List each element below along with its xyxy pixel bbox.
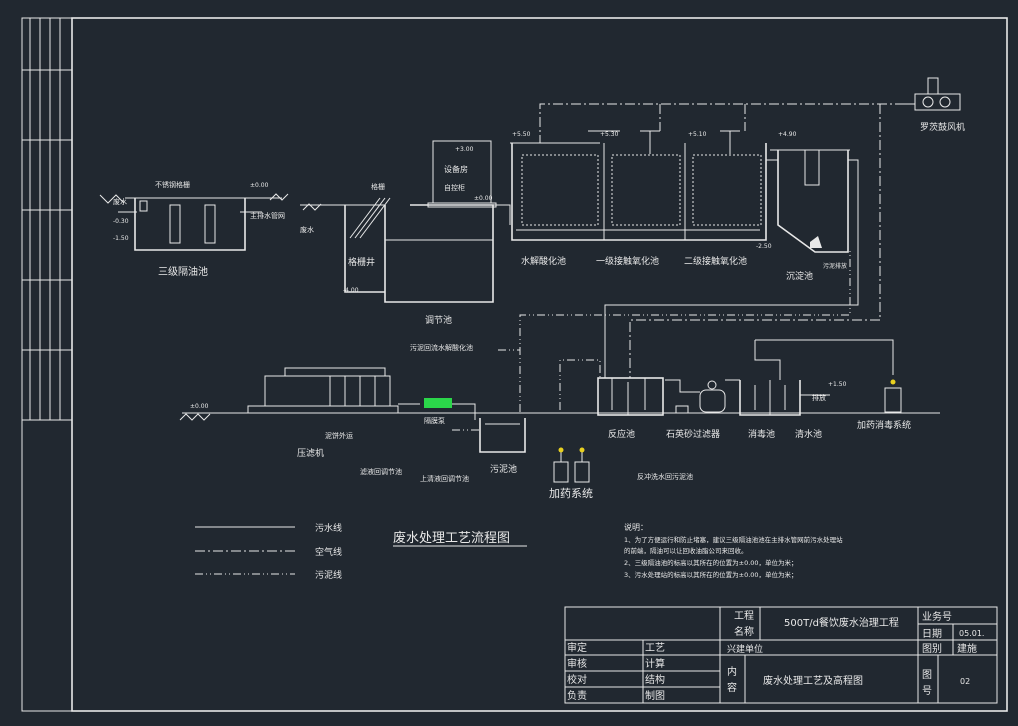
regulating-tank-label: 调节池 — [425, 314, 452, 326]
sludge-lines — [452, 250, 851, 431]
note-1b: 的前端，隔油可以让回收油脂公司来回收。 — [624, 546, 748, 555]
tb-content: 废水处理工艺及高程图 — [763, 674, 863, 687]
tb-project-label-1: 工程 — [734, 610, 754, 622]
disinfect-dosing-label: 加药消毒系统 — [857, 419, 911, 431]
tb-process: 工艺 — [645, 642, 665, 654]
elev-equip: +3.00 — [455, 146, 474, 153]
diagram-title: 废水处理工艺流程图 — [393, 530, 510, 546]
water-lines — [490, 159, 894, 396]
grille-well — [300, 197, 391, 293]
sludge-discharge-label: 污泥排放 — [823, 262, 847, 270]
hydrolysis-label: 水解酸化池 — [521, 255, 566, 267]
inner-frame — [71, 17, 1008, 712]
tb-project-label-2: 名称 — [734, 625, 754, 638]
reaction-tank-label: 反应池 — [608, 428, 635, 440]
main-pipe-label: 主排水管网 — [250, 211, 285, 220]
elev-oil-2: -1.50 — [113, 235, 129, 242]
sludge-pool — [479, 418, 526, 453]
settling-tank — [770, 149, 850, 253]
sludge-pump — [424, 398, 476, 420]
tb-structure: 结构 — [645, 673, 665, 686]
control-box-label: 自控柜 — [444, 183, 465, 192]
elev-grille: -4.00 — [343, 287, 359, 294]
elev-contact1: +5.30 — [600, 131, 619, 138]
wastewater-label: 废水 — [113, 197, 127, 206]
backwash-return-label: 反冲洗水回污泥池 — [637, 472, 693, 481]
dosing-label: 加药系统 — [549, 487, 593, 500]
sludge-pump-label: 隔膜泵 — [424, 416, 445, 425]
note-2: 2、三级隔油池的标高以其所在的位置为±0.00，单位为米； — [624, 558, 798, 567]
contact1-label: 一级接触氧化池 — [596, 255, 659, 267]
legend-air: 空气线 — [315, 546, 342, 558]
tb-approve: 审定 — [567, 641, 587, 654]
elev-contact2: +5.10 — [688, 131, 707, 138]
tb-drawing-type: 建施 — [957, 642, 977, 655]
tb-check: 校对 — [567, 673, 587, 686]
blower-label: 罗茨鼓风机 — [920, 121, 965, 133]
equipment-room-label: 设备房 — [444, 164, 468, 174]
tb-review: 审核 — [567, 657, 587, 670]
tb-calc: 计算 — [645, 657, 665, 670]
supernatant-return-label: 上清液回调节池 — [420, 474, 469, 483]
tb-lead: 负责 — [567, 689, 587, 702]
tb-sheet-no: 02 — [960, 677, 970, 686]
filter-press-label: 压滤机 — [297, 447, 324, 459]
elev-hydrolysis: +5.50 — [512, 131, 531, 138]
tb-sheet-label-1: 图 — [922, 669, 932, 681]
note-3: 3、污水处理站的标高以其所在的位置为±0.00，单位为米； — [624, 570, 798, 579]
blower — [905, 77, 961, 111]
clear-water-label: 清水池 — [795, 428, 822, 440]
tb-drawing-type-label: 图别 — [922, 643, 942, 655]
elev-oil-top: ±0.00 — [250, 182, 269, 189]
title-block — [564, 606, 998, 704]
sand-filter — [675, 380, 726, 414]
binding-strip — [22, 18, 72, 421]
regulating-tank — [384, 204, 494, 303]
tb-job-no: 业务号 — [922, 610, 952, 623]
sludge-return-label: 污泥回流水解酸化池 — [410, 343, 473, 352]
elev-ground-left: ±0.00 — [190, 403, 209, 410]
legend — [195, 526, 295, 575]
oil-separator — [99, 193, 289, 251]
elev-equip-2: ±0.00 — [474, 195, 493, 202]
cake-out-label: 泥饼外运 — [325, 431, 353, 440]
stainless-grid-label: 不锈钢格栅 — [155, 180, 190, 189]
tb-sheet-label-2: 号 — [922, 685, 932, 697]
notes-heading: 说明： — [624, 522, 648, 532]
hydrolysis-tank — [510, 130, 767, 241]
filter-press — [247, 367, 420, 414]
legend-water: 污水线 — [315, 522, 342, 534]
tb-draw: 制图 — [645, 689, 665, 702]
elev-clear: +1.50 — [828, 381, 847, 388]
grille-well-label: 格栅井 — [348, 256, 375, 268]
sludge-pool-label: 污泥池 — [490, 463, 517, 475]
elev-settle-bottom: -2.50 — [756, 243, 772, 250]
contact2-label: 二级接触氧化池 — [684, 255, 747, 267]
ground-hatch — [179, 413, 211, 421]
disinfection-tank — [739, 380, 801, 416]
tb-project-name: 500T/d餐饮废水治理工程 — [784, 616, 899, 629]
grille-label: 格栅 — [371, 182, 385, 191]
sand-filter-label: 石英砂过滤器 — [666, 428, 720, 440]
discharge-label: 排放 — [812, 393, 826, 402]
legend-sludge: 污泥线 — [315, 569, 342, 581]
tb-builder: 兴建单位 — [727, 643, 763, 655]
tb-date-label: 日期 — [922, 628, 942, 640]
filtrate-return-label: 滤液回调节池 — [360, 467, 402, 476]
wastewater2-label: 废水 — [300, 225, 314, 234]
tb-content-1: 内 — [727, 665, 737, 678]
settling-tank-label: 沉淀池 — [786, 270, 813, 282]
tb-date: 05.01. — [959, 629, 984, 638]
disinfect-label: 消毒池 — [748, 428, 775, 440]
air-lines — [539, 103, 905, 378]
reaction-tank — [597, 377, 664, 416]
oil-separator-label: 三级隔油池 — [158, 265, 208, 278]
elev-oil-1: -0.30 — [113, 218, 129, 225]
disinfect-dosing — [884, 379, 902, 413]
dosing-system — [553, 447, 590, 483]
tb-content-2: 容 — [727, 681, 737, 694]
elev-settle: +4.90 — [778, 131, 797, 138]
note-1a: 1、为了方便运行和防止堵塞，建议三级隔油池池在主排水管网前污水处理站 — [624, 535, 843, 544]
